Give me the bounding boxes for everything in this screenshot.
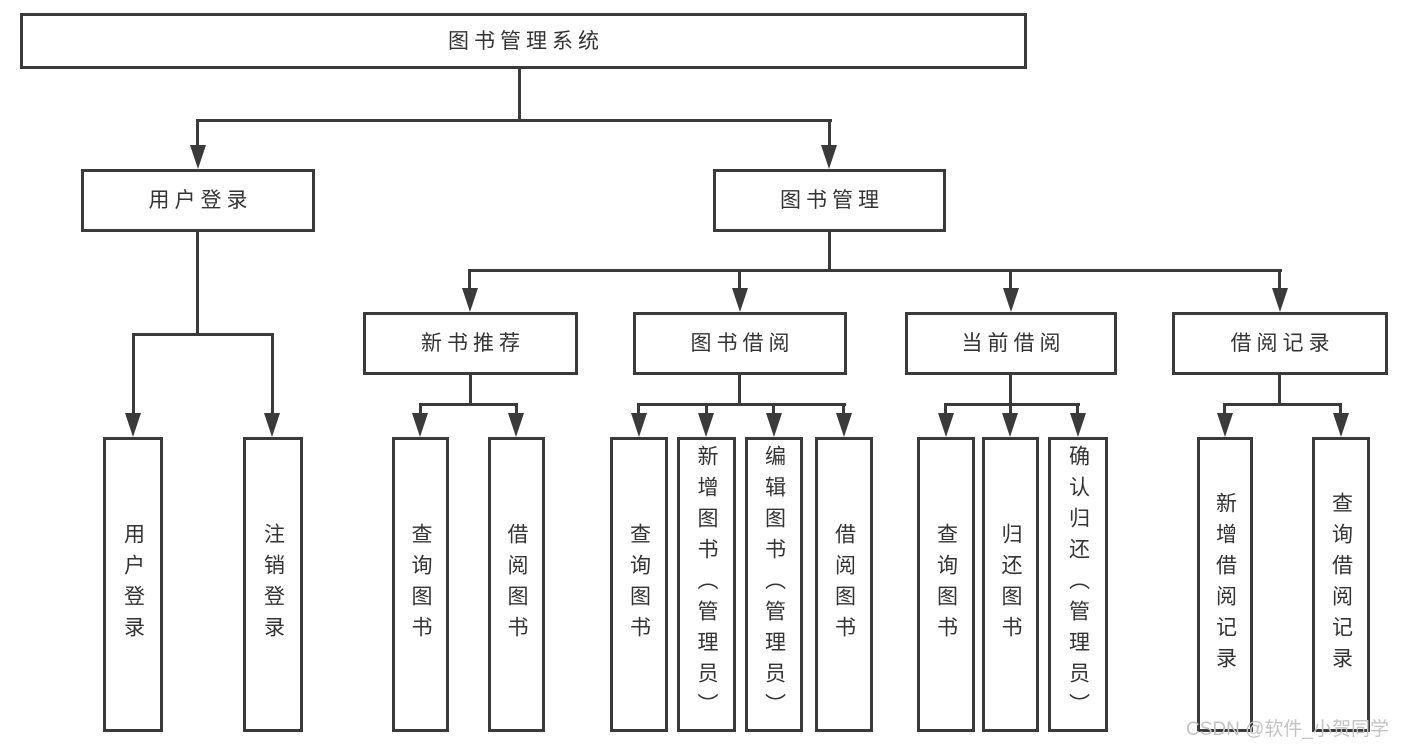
leaf-logout: 注销登录: [243, 437, 303, 732]
node-label: 图书管理系统: [448, 29, 604, 53]
node-label: 新增借阅记录: [1213, 491, 1237, 678]
node-label: 编辑图书（管理员）: [762, 445, 786, 724]
arrow-head: [1272, 288, 1288, 312]
connector-line: [1009, 269, 1012, 292]
connector-line: [1009, 403, 1012, 417]
connector-line: [196, 232, 199, 336]
connector-line: [518, 69, 521, 122]
leaf-query-books-current: 查询图书: [917, 437, 975, 732]
csdn-watermark: CSDN @软件_小贺同学: [1186, 719, 1389, 740]
connector-line: [842, 403, 845, 417]
node-label: 借阅图书: [505, 522, 528, 647]
leaf-borrow-books-recommend: 借阅图书: [488, 437, 545, 732]
connector-line: [132, 333, 135, 416]
node-label: 查询图书: [409, 522, 432, 647]
arrow-head: [631, 413, 647, 437]
arrow-head: [264, 413, 280, 437]
connector-line: [828, 119, 831, 147]
arrow-head: [1002, 413, 1018, 437]
arrow-head: [125, 413, 141, 437]
arrow-head: [1217, 413, 1233, 437]
connector-line: [1278, 269, 1281, 292]
connector-line: [772, 403, 775, 417]
connector-line: [1223, 403, 1342, 406]
node-label: 借阅图书: [832, 522, 856, 647]
arrow-head: [732, 288, 748, 312]
connector-line: [944, 403, 1080, 406]
node-book-borrowing: 图书借阅: [633, 312, 847, 375]
connector-line: [469, 375, 472, 406]
connector-line: [419, 403, 518, 406]
node-label: 注销登录: [261, 522, 285, 647]
node-label: 归还图书: [999, 522, 1022, 647]
arrow-head: [938, 413, 954, 437]
connector-line: [637, 403, 640, 417]
arrow-head: [412, 413, 428, 437]
node-label: 用户登录: [148, 189, 253, 212]
connector-line: [468, 269, 471, 292]
connector-line: [705, 403, 708, 417]
node-label: 图书借阅: [690, 332, 795, 355]
arrow-head: [836, 413, 852, 437]
leaf-query-borrow-record: 查询借阅记录: [1312, 437, 1370, 732]
arrow-head: [698, 413, 714, 437]
connector-line: [515, 403, 518, 417]
node-borrowing-records: 借阅记录: [1172, 312, 1388, 375]
connector-line: [828, 232, 831, 272]
leaf-confirm-return-admin: 确认归还（管理员）: [1048, 437, 1108, 732]
node-book-management: 图书管理: [713, 169, 946, 232]
leaf-borrow-books: 借阅图书: [815, 437, 873, 732]
connector-line: [738, 375, 741, 406]
node-label: 新书推荐: [421, 332, 525, 355]
connector-line: [196, 119, 199, 147]
leaf-add-books-admin: 新增图书（管理员）: [677, 437, 736, 732]
leaf-edit-books-admin: 编辑图书（管理员）: [745, 437, 803, 732]
connector-line: [132, 333, 274, 336]
connector-line: [637, 403, 846, 406]
leaf-query-books-borrow: 查询图书: [610, 437, 668, 732]
connector-line: [419, 403, 422, 417]
connector-line: [1339, 403, 1342, 417]
connector-line: [1076, 403, 1079, 417]
connector-line: [1278, 375, 1281, 406]
arrow-head: [1003, 288, 1019, 312]
connector-line: [1009, 375, 1012, 406]
node-label: 用户登录: [121, 522, 145, 647]
node-label: 当前借阅: [961, 332, 1066, 355]
leaf-add-borrow-record: 新增借阅记录: [1197, 437, 1253, 732]
node-new-book-recommendation: 新书推荐: [363, 312, 578, 375]
arrow-head: [821, 145, 837, 169]
leaf-return-books: 归还图书: [982, 437, 1039, 732]
node-label: 借阅记录: [1230, 332, 1335, 355]
node-label: 新增图书（管理员）: [695, 445, 718, 724]
node-label: 查询借阅记录: [1329, 491, 1353, 678]
connector-line: [738, 269, 741, 292]
connector-line: [944, 403, 947, 417]
node-library-system: 图书管理系统: [20, 13, 1027, 69]
node-label: 确认归还（管理员）: [1066, 445, 1090, 724]
connector-line: [1223, 403, 1226, 417]
node-current-borrowing: 当前借阅: [905, 312, 1117, 375]
leaf-user-login: 用户登录: [103, 437, 163, 732]
connector-line: [469, 269, 1282, 272]
leaf-query-books-recommend: 查询图书: [392, 437, 449, 732]
arrow-head: [508, 413, 524, 437]
connector-line: [196, 119, 832, 122]
node-label: 查询图书: [934, 522, 958, 647]
arrow-head: [1070, 413, 1086, 437]
arrow-head: [190, 145, 206, 169]
node-label: 图书管理: [780, 189, 884, 212]
connector-line: [271, 333, 274, 416]
arrow-head: [766, 413, 782, 437]
arrow-head: [1333, 413, 1349, 437]
node-label: 查询图书: [627, 522, 651, 647]
node-user-login: 用户登录: [81, 169, 315, 232]
arrow-head: [462, 288, 478, 312]
